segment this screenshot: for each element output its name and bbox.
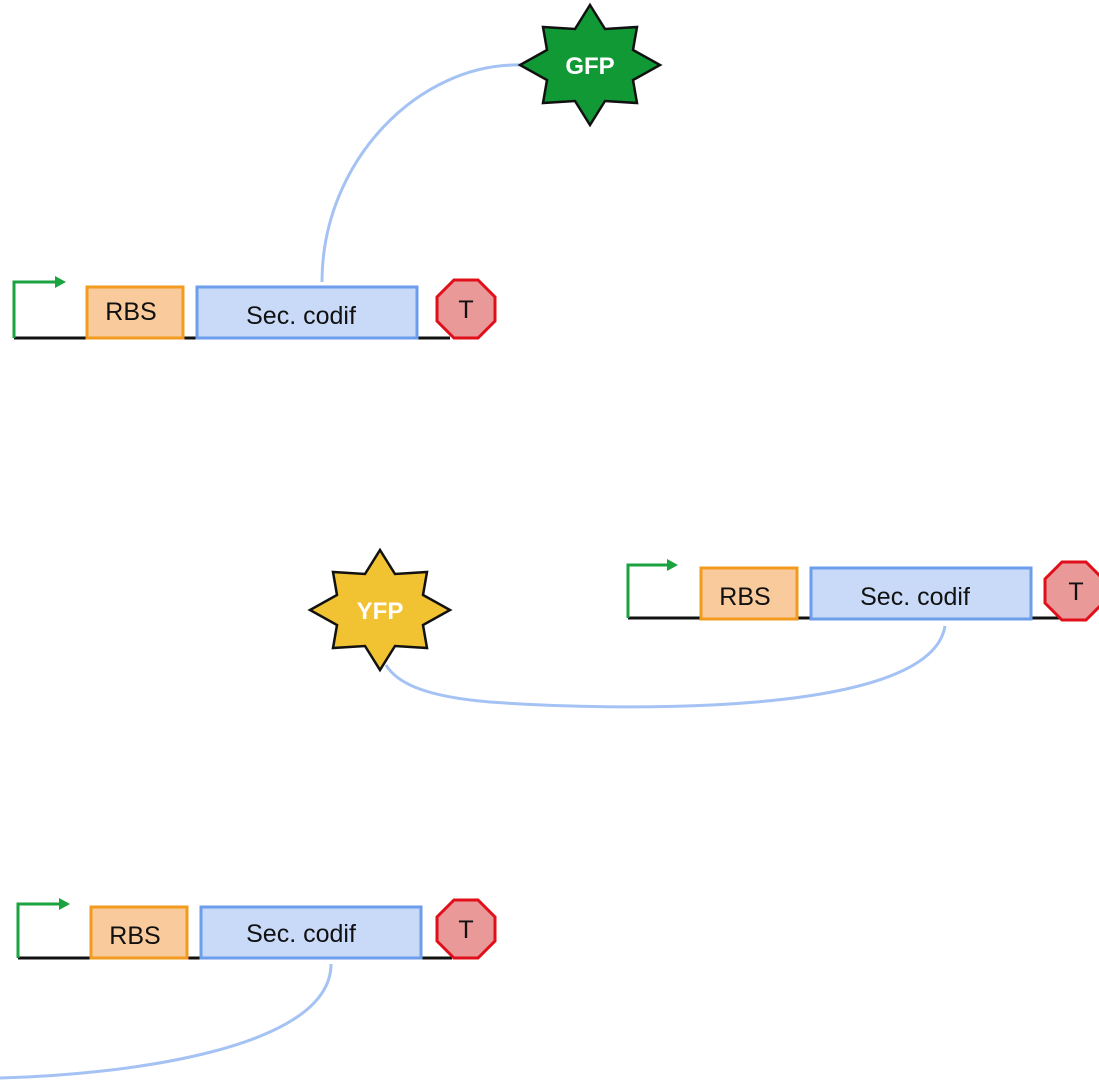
yfp-protein: YFP — [307, 547, 453, 673]
expression-connector-offscreen — [0, 963, 333, 1080]
gfp-protein: GFP — [517, 2, 663, 128]
terminator-part: T — [1043, 560, 1099, 622]
construct-3: RBS Sec. codif T — [16, 898, 497, 960]
gfp-star-icon — [517, 2, 663, 128]
promoter-arrow-icon — [12, 276, 66, 338]
rbs-label: RBS — [105, 298, 156, 326]
rbs-label: RBS — [109, 922, 160, 950]
rbs-label: RBS — [719, 583, 770, 611]
gfp-label: GFP — [565, 53, 614, 80]
terminator-part: T — [435, 278, 497, 340]
rbs-part: RBS — [85, 285, 185, 340]
yfp-label: YFP — [357, 598, 404, 625]
rbs-part: RBS — [699, 566, 799, 621]
terminator-part: T — [435, 898, 497, 960]
expression-connector-gfp — [320, 63, 523, 283]
cds-part: Sec. codif — [809, 566, 1033, 621]
cds-part: Sec. codif — [199, 905, 423, 960]
rbs-part: RBS — [89, 905, 189, 960]
terminator-label: T — [458, 296, 473, 324]
yfp-star-icon — [307, 547, 453, 673]
cds-label: Sec. codif — [246, 920, 356, 948]
terminator-label: T — [458, 916, 473, 944]
cds-label: Sec. codif — [246, 302, 356, 330]
promoter-arrow-icon — [16, 898, 70, 958]
promoter-arrow-icon — [626, 559, 678, 618]
cds-part: Sec. codif — [195, 285, 419, 340]
construct-2: RBS Sec. codif T — [626, 559, 1099, 622]
cds-label: Sec. codif — [860, 583, 970, 611]
terminator-label: T — [1068, 578, 1083, 606]
expression-connector-yfp — [384, 625, 947, 709]
construct-1: RBS Sec. codif T — [12, 276, 497, 340]
